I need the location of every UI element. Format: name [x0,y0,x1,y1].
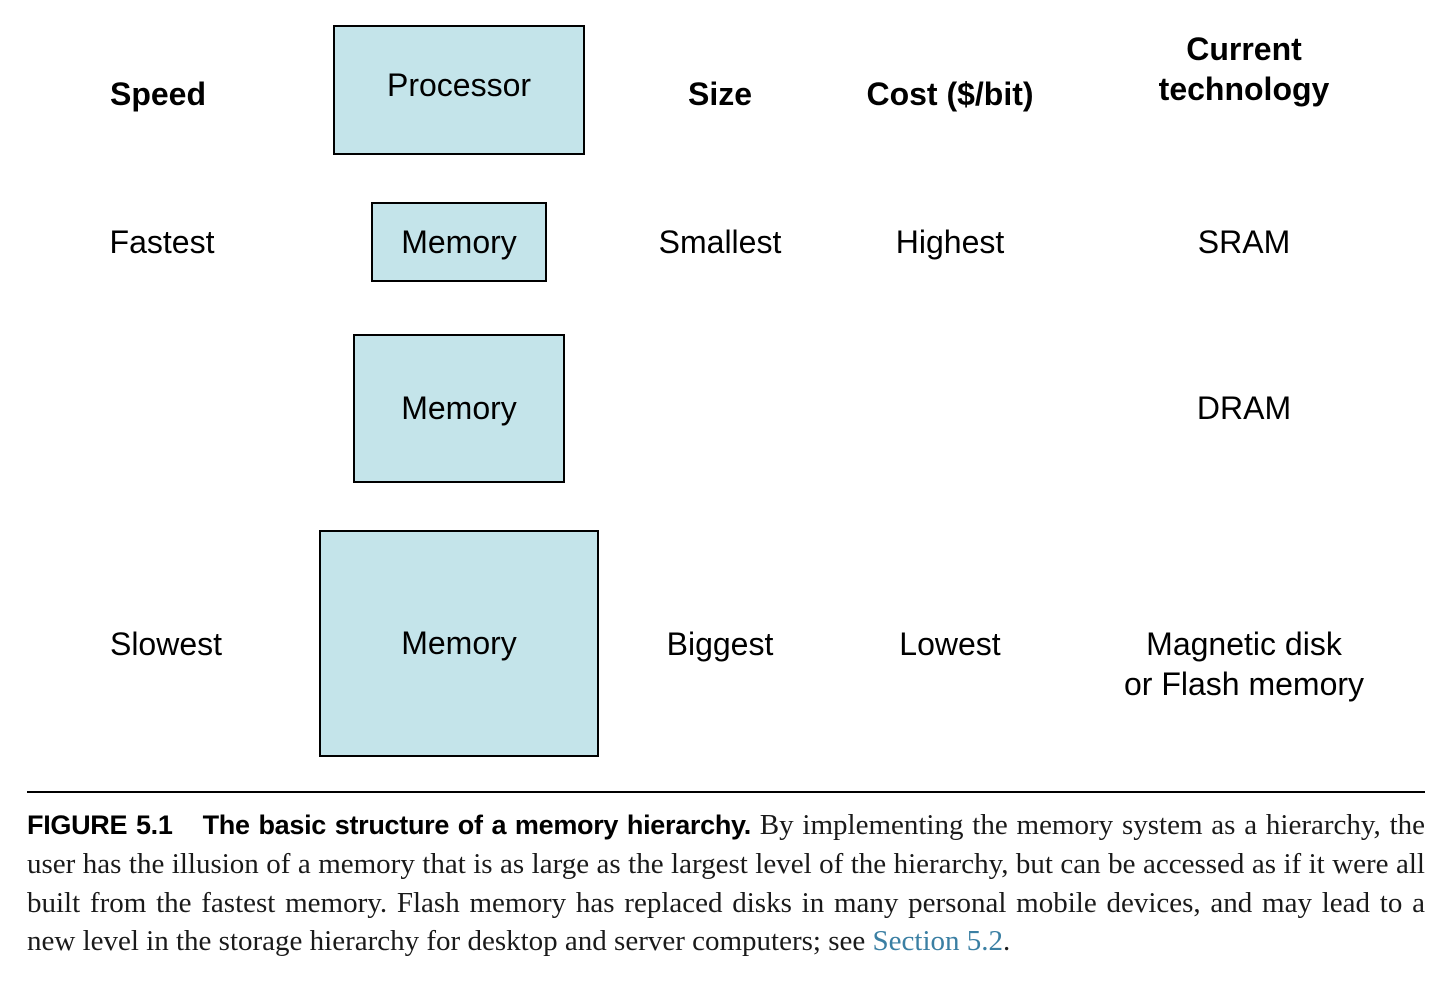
tech-disk-flash: Magnetic disk or Flash memory [1104,624,1384,704]
caption-end: . [1003,925,1011,958]
header-technology: Current technology [1104,29,1384,109]
memory-level3-box: Memory [319,530,599,757]
figure-title: The basic structure of a memory hierarch… [202,810,752,840]
cost-lowest: Lowest [899,626,1001,662]
section-link[interactable]: Section 5.2 [872,925,1004,958]
header-speed: Speed [109,76,207,112]
header-technology-line2: technology [1158,71,1330,107]
processor-label: Processor [386,66,532,103]
header-cost: Cost ($/bit) [866,76,1034,112]
tech-dram: DRAM [1196,390,1292,426]
figure-caption: FIGURE 5.1 The basic structure of a memor… [27,806,1425,961]
header-technology-line1: Current [1186,31,1302,67]
size-smallest: Smallest [658,224,782,260]
header-size: Size [687,76,753,112]
caption-divider [27,791,1425,793]
cost-highest: Highest [895,224,1005,260]
size-biggest: Biggest [666,626,774,662]
memory-level2-box: Memory [353,334,565,483]
caption-body: By implementing the memory system as a h… [27,809,1425,958]
processor-box: Processor [333,25,585,155]
figure-label: FIGURE 5.1 [27,810,173,840]
memory-level2-label: Memory [401,390,517,426]
memory-level1-label: Memory [401,223,517,260]
tech-disk-line1: Magnetic disk [1146,626,1342,662]
memory-level3-label: Memory [401,625,517,661]
speed-fastest: Fastest [109,224,215,260]
speed-slowest: Slowest [109,626,223,662]
memory-level1-box: Memory [371,202,547,282]
tech-disk-line2: or Flash memory [1123,666,1365,702]
tech-sram: SRAM [1197,224,1291,260]
